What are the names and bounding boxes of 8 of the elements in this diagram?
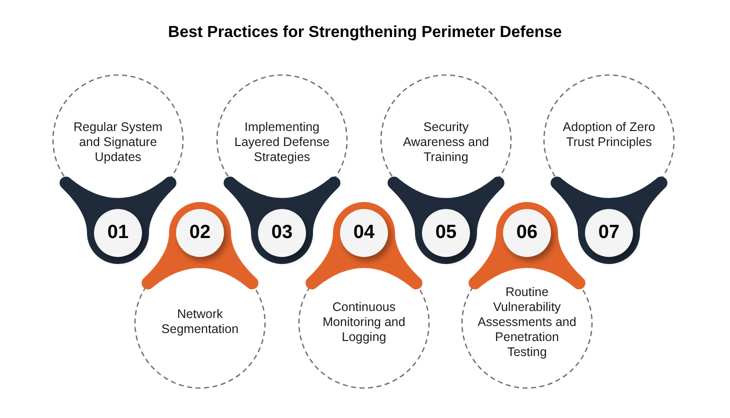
step-label: Regular System and Signature Updates xyxy=(72,120,164,165)
step-label: Implementing Layered Defense Strategies xyxy=(233,120,331,165)
step-label: Security Awareness and Training xyxy=(402,120,490,165)
diagram-title: Best Practices for Strengthening Perimeter Defense xyxy=(168,23,562,43)
step-label: Continuous Monitoring and Logging xyxy=(322,300,406,344)
step-label: Routine Vulnerability Assessments and Penetration Testing xyxy=(476,284,578,360)
step-label: Network Segmentation xyxy=(160,307,240,337)
step-label: Adoption of Zero Trust Principles xyxy=(562,120,656,150)
